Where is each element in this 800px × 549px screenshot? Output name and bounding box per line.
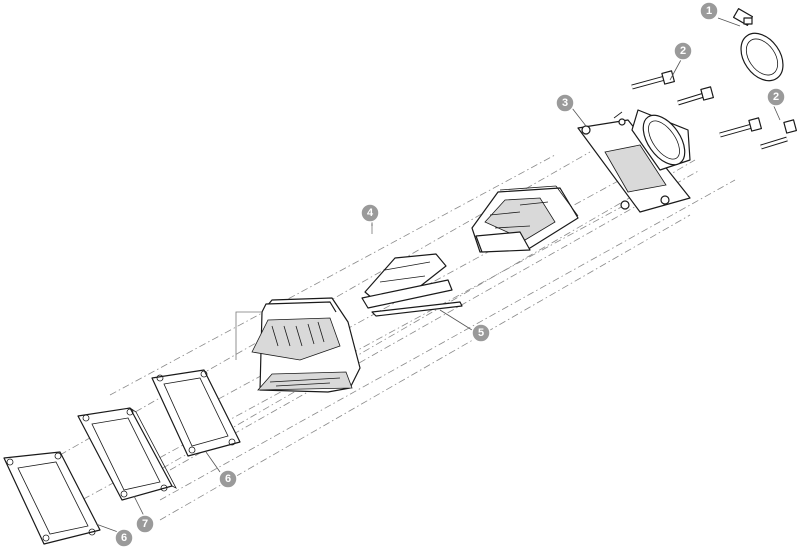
spacer-plate xyxy=(77,407,177,501)
reed-cage-upper xyxy=(471,185,579,253)
callout-4-label: 4 xyxy=(367,207,374,219)
callout-2-lower-label: 2 xyxy=(773,91,779,103)
callout-3-label: 3 xyxy=(562,97,568,109)
reed-petals xyxy=(361,253,463,317)
callout-7: 7 xyxy=(135,514,155,534)
bolts-upper xyxy=(631,70,714,106)
callout-6-upper: 6 xyxy=(218,469,238,489)
callout-7-label: 7 xyxy=(142,518,148,530)
callout-1-label: 1 xyxy=(706,5,712,17)
callout-6-lower: 6 xyxy=(114,528,134,548)
callout-3: 3 xyxy=(555,93,575,113)
reed-valve-block xyxy=(251,297,361,393)
callout-2-upper: 2 xyxy=(673,41,693,61)
callout-6-upper-label: 6 xyxy=(225,473,231,485)
callout-1: 1 xyxy=(699,1,719,21)
hose-clamp xyxy=(732,8,784,82)
gasket-upper xyxy=(151,369,241,457)
gasket-lower xyxy=(3,451,101,545)
callout-2-upper-label: 2 xyxy=(680,45,686,57)
callout-4: 4 xyxy=(360,203,380,223)
callout-5: 5 xyxy=(471,323,491,343)
bolts-lower xyxy=(719,117,797,150)
callout-2-lower: 2 xyxy=(766,87,786,107)
callout-5-label: 5 xyxy=(478,327,484,339)
intake-manifold xyxy=(577,109,691,213)
callout-6-lower-label: 6 xyxy=(121,532,127,544)
leader-lines xyxy=(95,17,781,533)
